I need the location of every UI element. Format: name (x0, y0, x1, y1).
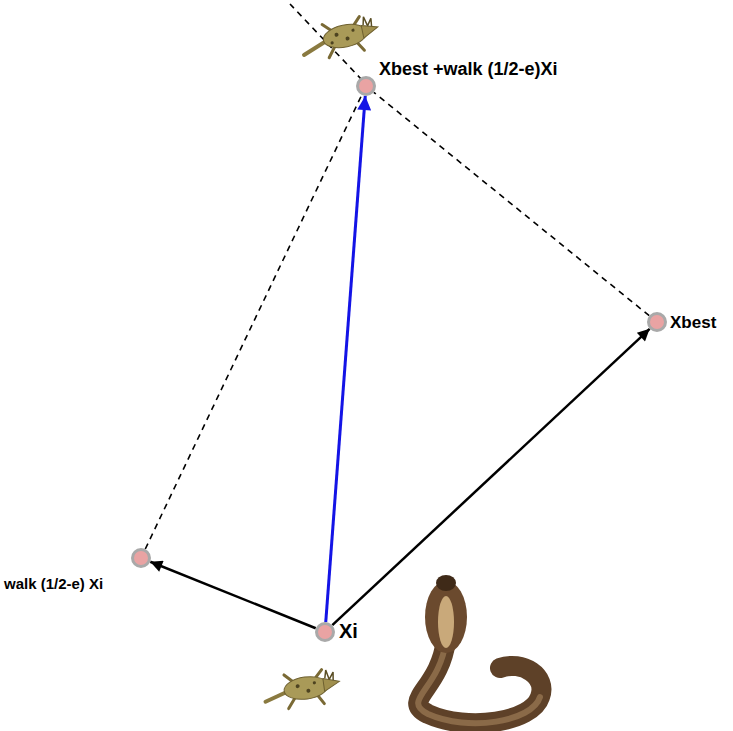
point-marker: walk (1/2-e) Xi (131, 548, 151, 568)
point-marker: Xbest (647, 312, 667, 332)
lizard-spot (313, 681, 317, 685)
cobra-icon (418, 575, 541, 723)
lizard-tail (265, 693, 286, 702)
lizard-spot (351, 28, 355, 32)
cobra-hood (425, 581, 467, 653)
point-label: Xi (339, 620, 358, 643)
point-label: Xbest (670, 313, 716, 333)
lizard-icon (262, 667, 342, 711)
vector-arrow (332, 329, 649, 625)
lizard-horns (361, 15, 372, 28)
lizard-spot (330, 41, 334, 45)
cobra-body (418, 640, 541, 723)
lizard-head (361, 22, 379, 38)
lizard-spot (345, 36, 350, 41)
lizard-spot (334, 32, 339, 37)
point-marker: Xi (315, 622, 335, 642)
lizard-icon (299, 13, 382, 62)
cobra-hood-marking (438, 596, 454, 648)
point-label: Xbest +walk (1/2-e)Xi (379, 59, 558, 80)
lizard-head (323, 676, 341, 691)
vector-arrow (326, 96, 366, 622)
lizard-tail (302, 43, 325, 55)
point-marker: Xbest +walk (1/2-e)Xi (356, 76, 376, 96)
lizard-spot (306, 688, 311, 693)
cobra-head (436, 575, 456, 591)
lizard-spot (295, 684, 300, 689)
vector-arrow (150, 562, 315, 629)
cobra-belly (418, 640, 540, 723)
lizard-horns (324, 669, 334, 681)
dashed-line (374, 92, 649, 315)
point-label: walk (1/2-e) Xi (4, 575, 103, 592)
dashed-line (145, 95, 361, 549)
